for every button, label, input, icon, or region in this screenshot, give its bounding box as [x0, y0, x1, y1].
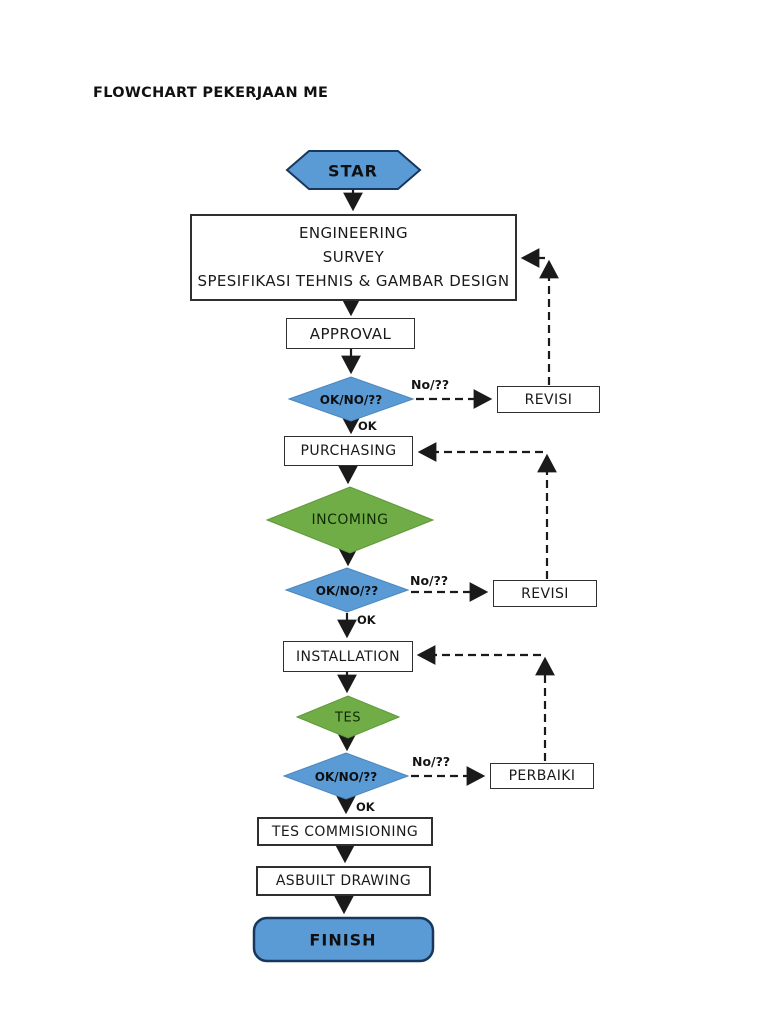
- start-label: STAR: [328, 161, 378, 181]
- engineering-line-2: SURVEY: [322, 247, 385, 266]
- revisi-2-box: REVISI: [493, 580, 597, 607]
- edge-label-ok-3: OK: [356, 800, 375, 814]
- page-title: FLOWCHART PEKERJAAN ME: [93, 85, 329, 101]
- revisi-1-box: REVISI: [497, 386, 600, 413]
- edge-label-no-1: No/??: [411, 377, 450, 392]
- decision-1-label: OK/NO/??: [319, 393, 383, 407]
- perbaiki-box: PERBAIKI: [490, 763, 594, 789]
- edge-label-no-3: No/??: [412, 754, 451, 769]
- decision-2-label: OK/NO/??: [315, 584, 379, 598]
- decision-1-shape: [287, 376, 415, 422]
- installation-box: INSTALLATION: [283, 641, 413, 672]
- incoming-label: INCOMING: [311, 512, 389, 528]
- tes-shape: [295, 695, 401, 739]
- edge-label-ok-2: OK: [357, 613, 376, 627]
- asbuilt-drawing-box: ASBUILT DRAWING: [256, 866, 431, 896]
- engineering-line-3: SPESIFIKASI TEHNIS & GAMBAR DESIGN: [197, 272, 510, 291]
- decision-3-label: OK/NO/??: [314, 770, 378, 784]
- edge-label-ok-1: OK: [358, 419, 377, 433]
- start-hexagon-shape: [285, 150, 422, 190]
- approval-box: APPROVAL: [286, 318, 415, 349]
- finish-pill-shape: [252, 916, 435, 963]
- engineering-survey-box: ENGINEERING SURVEY SPESIFIKASI TEHNIS & …: [190, 214, 517, 301]
- purchasing-box: PURCHASING: [284, 436, 413, 466]
- edge-label-no-2: No/??: [410, 573, 449, 588]
- incoming-shape: [265, 486, 435, 554]
- finish-label: FINISH: [309, 930, 377, 950]
- tes-label: TES: [335, 710, 361, 726]
- decision-2-shape: [284, 567, 410, 613]
- tes-commisioning-box: TES COMMISIONING: [257, 817, 433, 846]
- decision-3-shape: [282, 752, 410, 800]
- engineering-line-1: ENGINEERING: [298, 223, 408, 242]
